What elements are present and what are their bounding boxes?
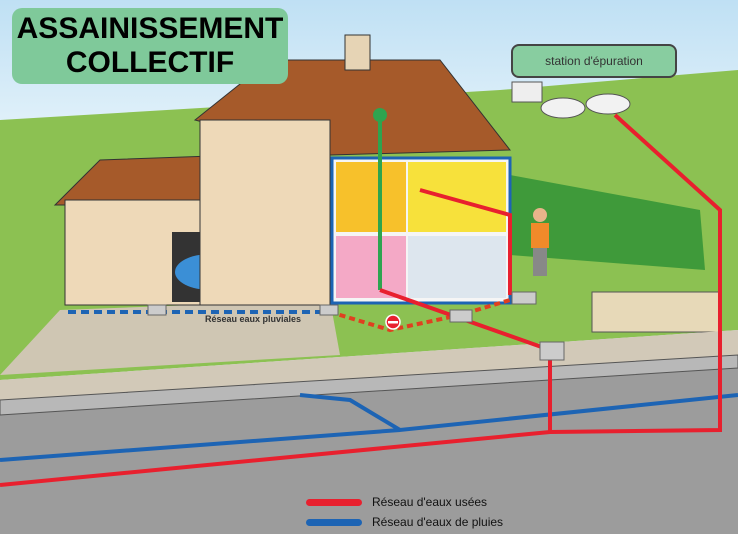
legend-item-rainwater: Réseau d'eaux de pluies [306,512,503,532]
legend-label: Réseau d'eaux usées [372,495,488,509]
title-line-2: COLLECTIF [65,46,235,79]
legend-swatch [306,518,362,526]
title-banner: ASSAINISSEMENT COLLECTIF [12,8,288,84]
driveway [0,300,340,375]
title-line-1: ASSAINISSEMENT [16,12,284,45]
legend-label: Réseau d'eaux de pluies [372,515,504,529]
legend-item-wastewater: Réseau d'eaux usées [306,492,503,512]
legend: Réseau d'eaux usées Réseau d'eaux de plu… [306,492,503,532]
person [531,208,549,276]
hedge [510,175,705,270]
station-label: station d'épuration [511,44,677,78]
treatment-plant [511,81,631,119]
rainwater-label: Réseau eaux pluviales [205,314,302,324]
legend-swatch [306,498,362,506]
rainwater-network [0,310,738,462]
curb [0,354,738,416]
garden-wall [591,291,721,333]
inspection-boxes [147,291,565,361]
